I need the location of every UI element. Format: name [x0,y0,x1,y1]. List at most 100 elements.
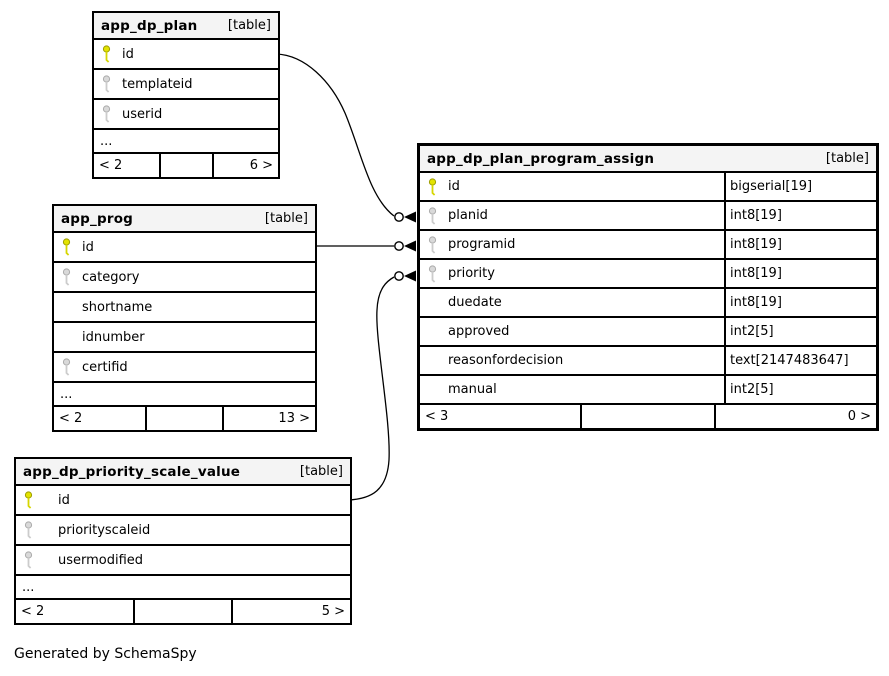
foreign-key-icon [100,75,113,93]
table-row: idnumber [54,321,315,351]
column-name: priorityscaleid [58,522,151,538]
column-name: id [58,492,70,508]
table-row: programid int8[19] [420,229,876,258]
table-app-prog[interactable]: app_prog [table] id category shortname i… [52,204,317,432]
table-row: priorityscaleid [16,514,350,544]
table-footer: < 2 13 > [54,405,315,430]
column-name: priority [448,266,495,281]
footer-parents-count: < 2 [99,158,123,173]
column-name: duedate [448,295,502,310]
table-header-app-dp-plan-program-assign[interactable]: app_dp_plan_program_assign [table] [420,146,876,171]
ellipsis-row: ... [54,381,315,405]
table-tag: [table] [825,151,869,166]
footer-middle-cell [133,600,231,623]
cardinality-circle-priority [394,271,404,281]
table-tag: [table] [227,18,271,33]
relationship-plan-to-planid-line [275,53,395,217]
column-name: id [448,179,460,194]
table-header-app-dp-plan[interactable]: app_dp_plan [table] [94,13,278,38]
crowfoot-arrow-priority [404,270,416,282]
column-name: usermodified [58,552,144,568]
table-tag: [table] [264,211,308,226]
table-row: priority int8[19] [420,258,876,287]
table-name[interactable]: app_prog [61,210,134,227]
table-row: id [54,231,315,261]
crowfoot-arrow-programid [404,240,416,252]
column-name: manual [448,382,497,397]
primary-key-icon [100,45,113,63]
cardinality-circle-planid [394,212,404,222]
column-type: int8[19] [724,231,876,258]
column-name: templateid [122,76,193,92]
relationship-priority-scale-to-priority-line [347,276,395,501]
column-name: certifid [82,359,128,375]
table-row: approved int2[5] [420,316,876,345]
footer-middle-cell [145,407,221,430]
column-type: int2[5] [724,376,876,403]
footer-children-count: 0 > [714,405,876,428]
table-header-app-prog[interactable]: app_prog [table] [54,206,315,231]
table-row: usermodified [16,544,350,574]
table-row: id bigserial[19] [420,171,876,200]
column-name: planid [448,208,488,223]
ellipsis-text: ... [60,386,73,402]
table-row: templateid [94,68,278,98]
column-name: id [122,46,134,62]
table-app-dp-priority-scale-value[interactable]: app_dp_priority_scale_value [table] id p… [14,457,352,625]
ellipsis-row: ... [16,574,350,598]
column-type: int8[19] [724,202,876,229]
column-name: approved [448,324,510,339]
column-name: reasonfordecision [448,353,564,368]
column-name: programid [448,237,516,252]
footer-children-count: 5 > [231,600,350,623]
foreign-key-icon [60,358,73,376]
column-type: bigserial[19] [724,173,876,200]
table-name[interactable]: app_dp_plan [101,17,198,34]
primary-key-icon [22,491,35,509]
table-row: userid [94,98,278,128]
table-name[interactable]: app_dp_priority_scale_value [23,463,241,480]
table-row: shortname [54,291,315,321]
column-name: id [82,239,94,255]
table-row: planid int8[19] [420,200,876,229]
foreign-key-icon [100,105,113,123]
footer-children-count: 6 > [211,154,279,177]
table-name[interactable]: app_dp_plan_program_assign [427,150,655,167]
foreign-key-icon [426,264,439,283]
footer-parents-count: < 2 [21,604,45,619]
column-name: category [82,269,140,285]
footer-parents-count: < 2 [59,411,83,426]
table-footer: < 2 6 > [94,152,278,177]
foreign-key-icon [22,551,35,569]
table-row: manual int2[5] [420,374,876,403]
column-type: int2[5] [724,318,876,345]
ellipsis-text: ... [22,579,35,595]
column-type: text[2147483647] [724,347,876,374]
cardinality-circle-programid [394,241,404,251]
table-row: duedate int8[19] [420,287,876,316]
table-footer: < 3 0 > [420,403,876,428]
primary-key-icon [60,238,73,256]
foreign-key-icon [22,521,35,539]
table-row: id [16,484,350,514]
column-name: userid [122,106,163,122]
crowfoot-arrow-planid [404,211,416,223]
footer-middle-cell [579,405,715,428]
table-app-dp-plan-program-assign[interactable]: app_dp_plan_program_assign [table] id bi… [417,143,879,431]
table-app-dp-plan[interactable]: app_dp_plan [table] id templateid userid… [92,11,280,179]
table-row: reasonfordecision text[2147483647] [420,345,876,374]
column-type: int8[19] [724,260,876,287]
ellipsis-row: ... [94,128,278,152]
footer-children-count: 13 > [221,407,315,430]
footer-middle-cell [158,154,212,177]
column-name: idnumber [82,329,145,345]
column-name: shortname [82,299,153,315]
foreign-key-icon [60,268,73,286]
table-header-app-dp-priority-scale-value[interactable]: app_dp_priority_scale_value [table] [16,459,350,484]
table-row: category [54,261,315,291]
generated-by-note: Generated by SchemaSpy [14,646,197,662]
column-type: int8[19] [724,289,876,316]
table-footer: < 2 5 > [16,598,350,623]
